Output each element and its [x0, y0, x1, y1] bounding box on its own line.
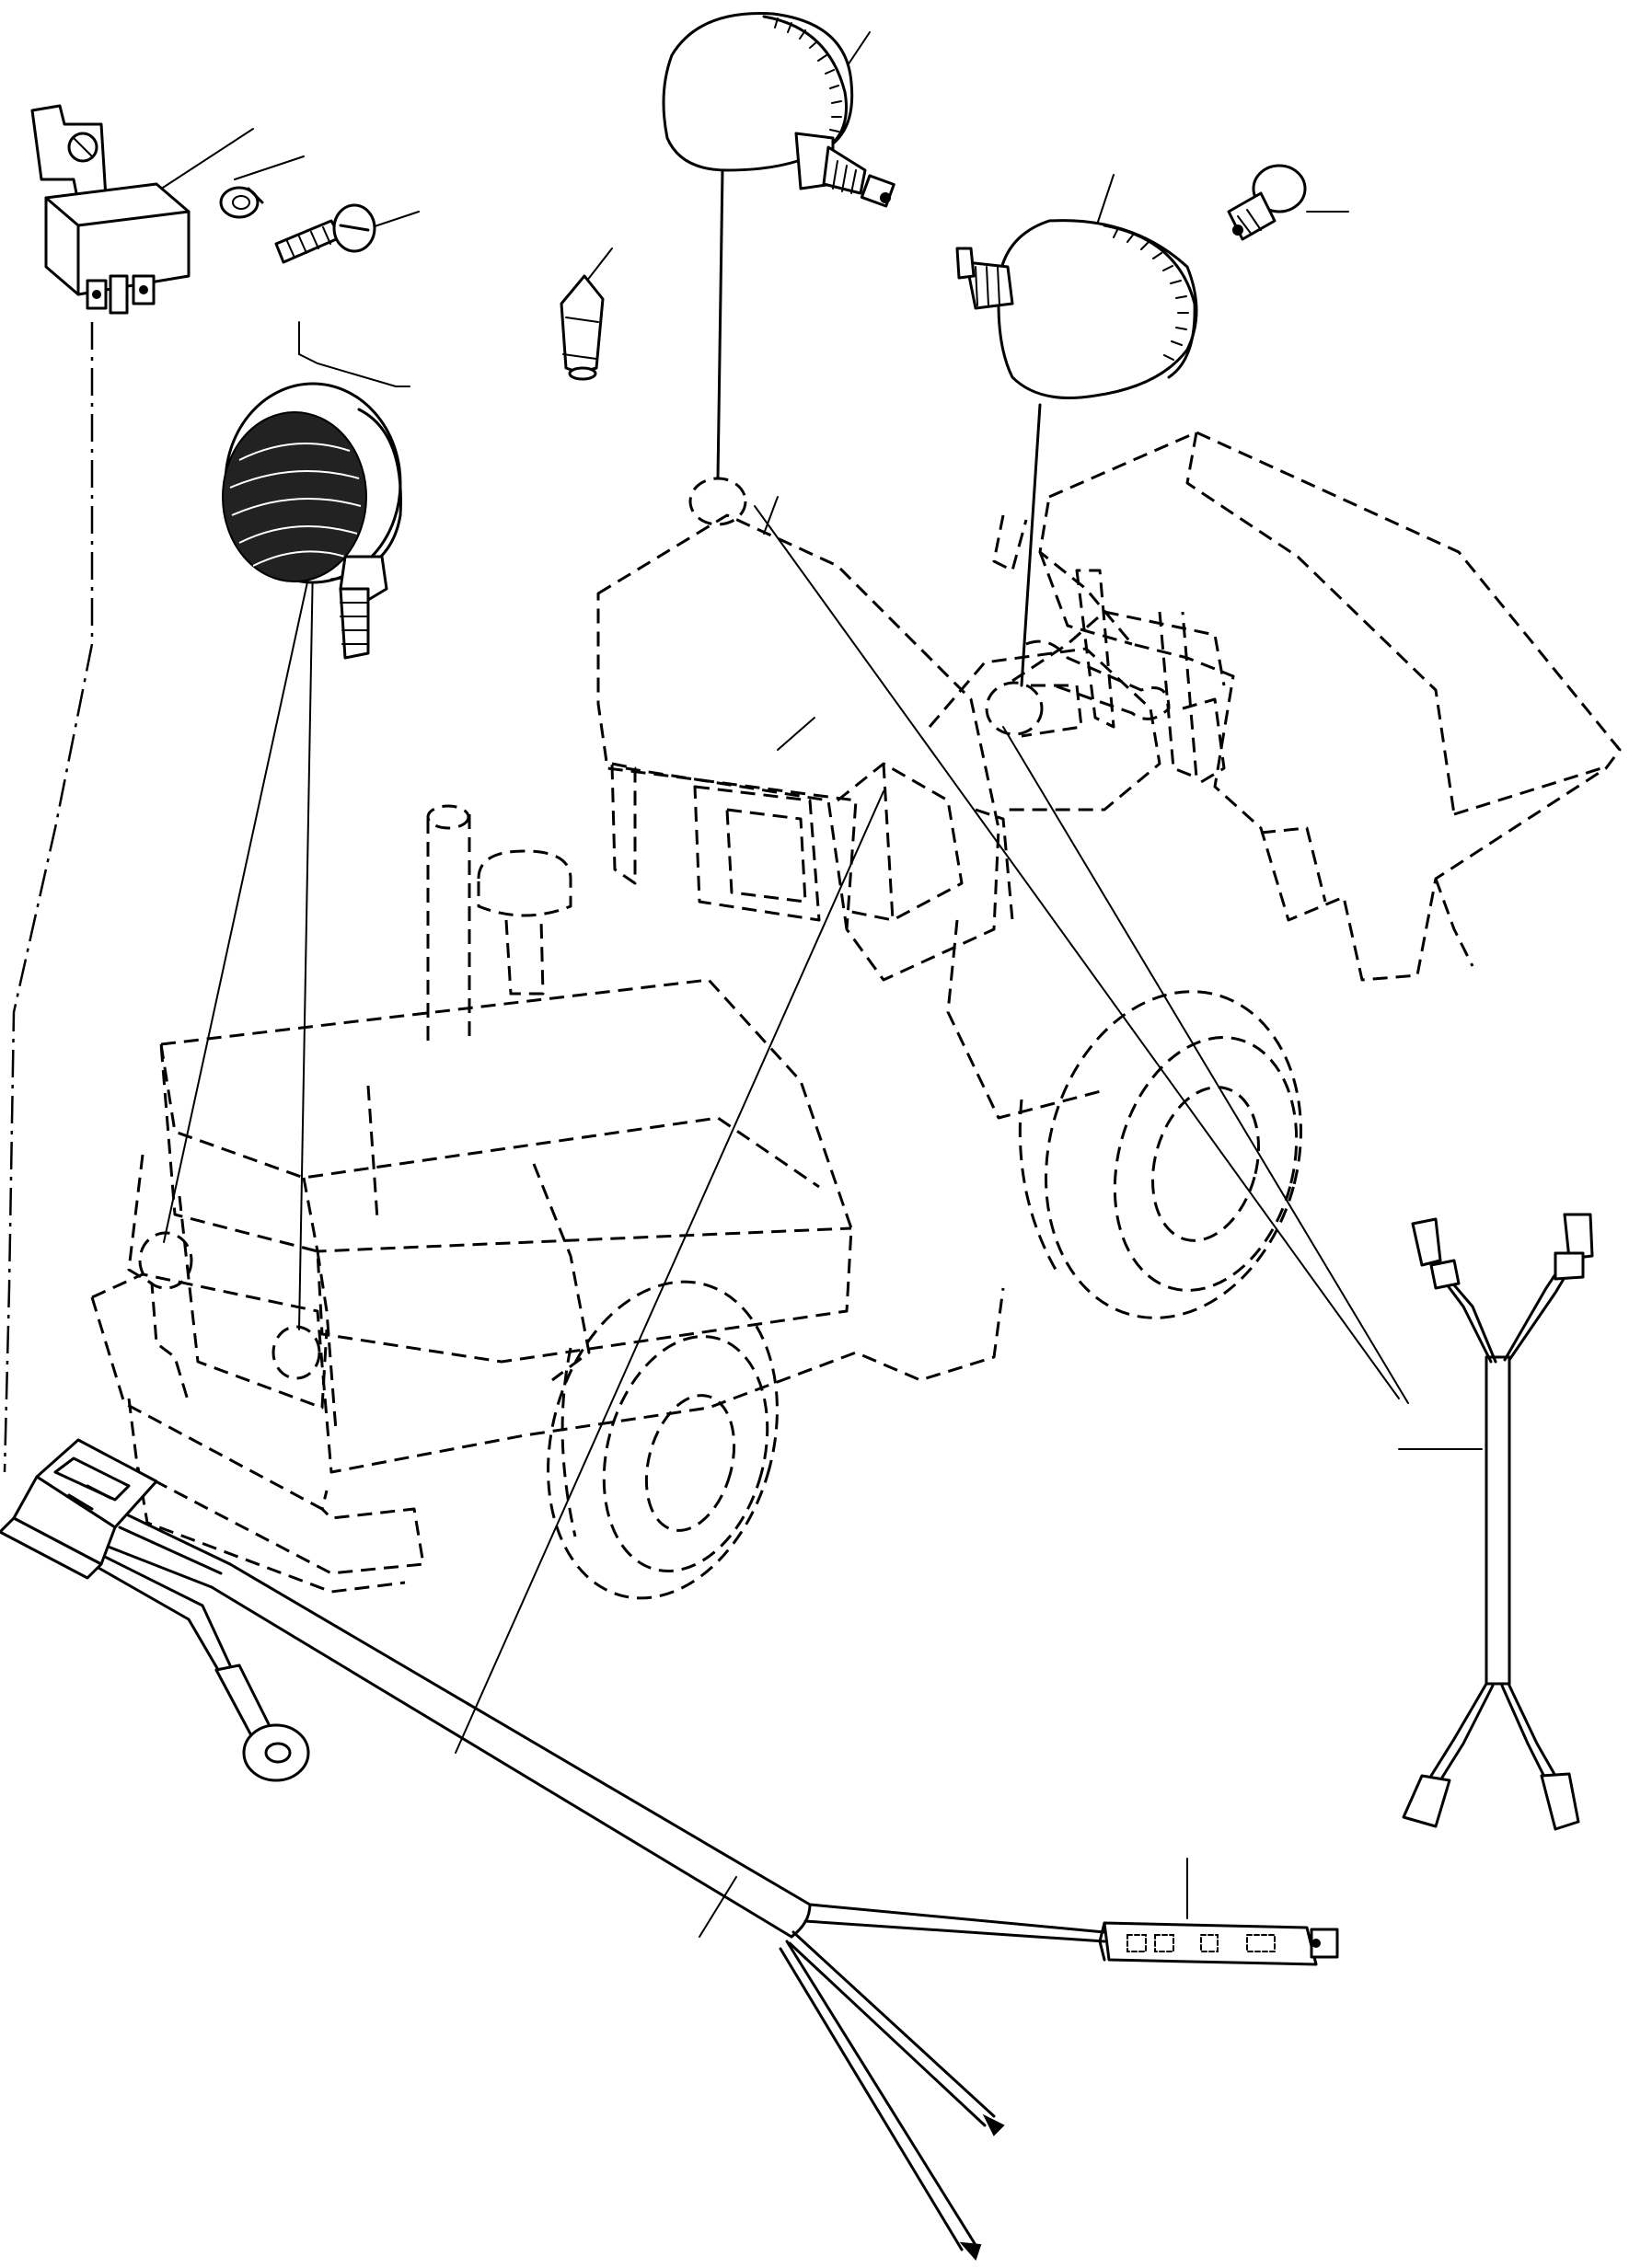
ring-terminal — [214, 1664, 310, 1782]
harness-y-rear — [1402, 1213, 1594, 1831]
main-connector — [0, 1438, 158, 1580]
screw — [274, 203, 376, 264]
leader-lines — [3, 31, 1483, 1938]
rear-lamp-right — [955, 219, 1198, 399]
work-lamp-front — [222, 382, 402, 660]
bulb-festoon — [560, 274, 605, 381]
lock-washer — [219, 186, 264, 219]
lamp-mount-points — [138, 477, 1044, 1380]
bulb-bayonet — [1227, 164, 1307, 241]
main-harness — [90, 1507, 1106, 2261]
wheel-loader-outline — [90, 431, 1622, 1600]
relay-with-bracket — [30, 104, 191, 315]
rear-lamp-upper — [662, 12, 895, 208]
in-line-fuse-holder — [1098, 1921, 1339, 1966]
